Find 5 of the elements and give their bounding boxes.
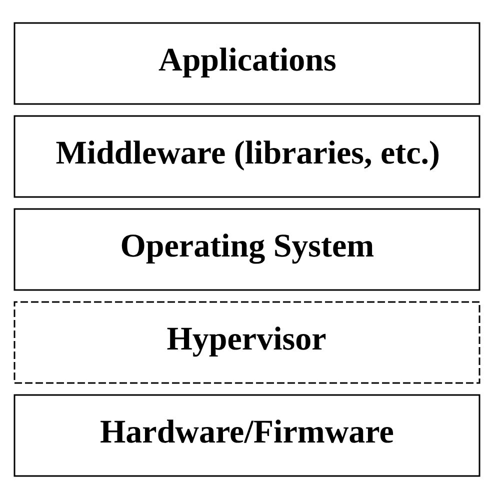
node-box: Hypervisor — [14, 300, 480, 384]
node-box: Applications — [14, 22, 480, 104]
node-box: Hardware/Firmware — [14, 394, 480, 476]
node-box: Operating System — [14, 208, 480, 290]
node-box: Middleware (libraries, etc.) — [14, 114, 480, 198]
